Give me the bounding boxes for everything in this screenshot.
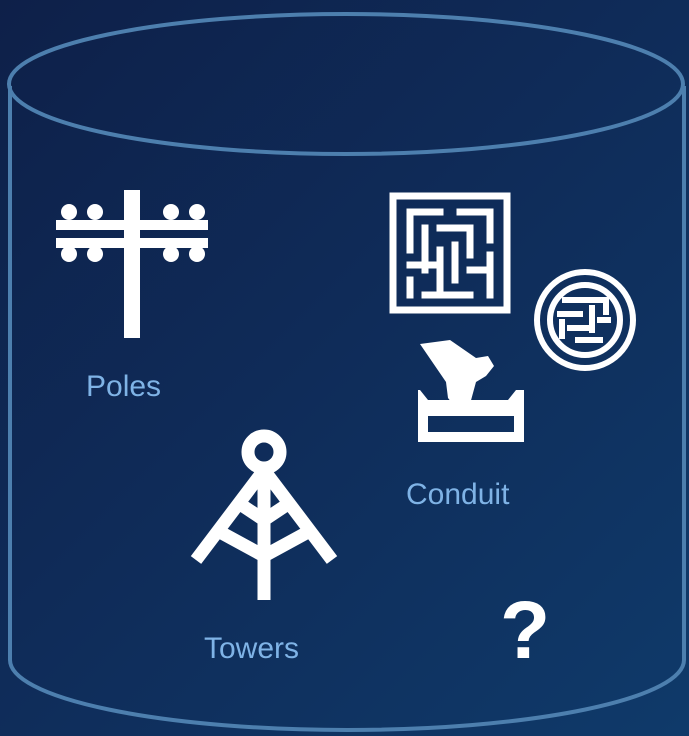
hand-tray-icon (418, 340, 524, 442)
question-mark: ? (500, 585, 551, 676)
label-poles: Poles (86, 370, 162, 403)
cylinder-top (7, 12, 685, 156)
maze-square-icon (389, 192, 511, 314)
label-towers: Towers (204, 632, 300, 665)
cylinder-icon (7, 12, 686, 732)
maze-circle-icon (534, 269, 636, 371)
tower-icon (190, 429, 338, 600)
label-conduit: Conduit (406, 478, 510, 511)
cylinder-body (8, 86, 686, 732)
utility-pole-icon (56, 190, 208, 338)
